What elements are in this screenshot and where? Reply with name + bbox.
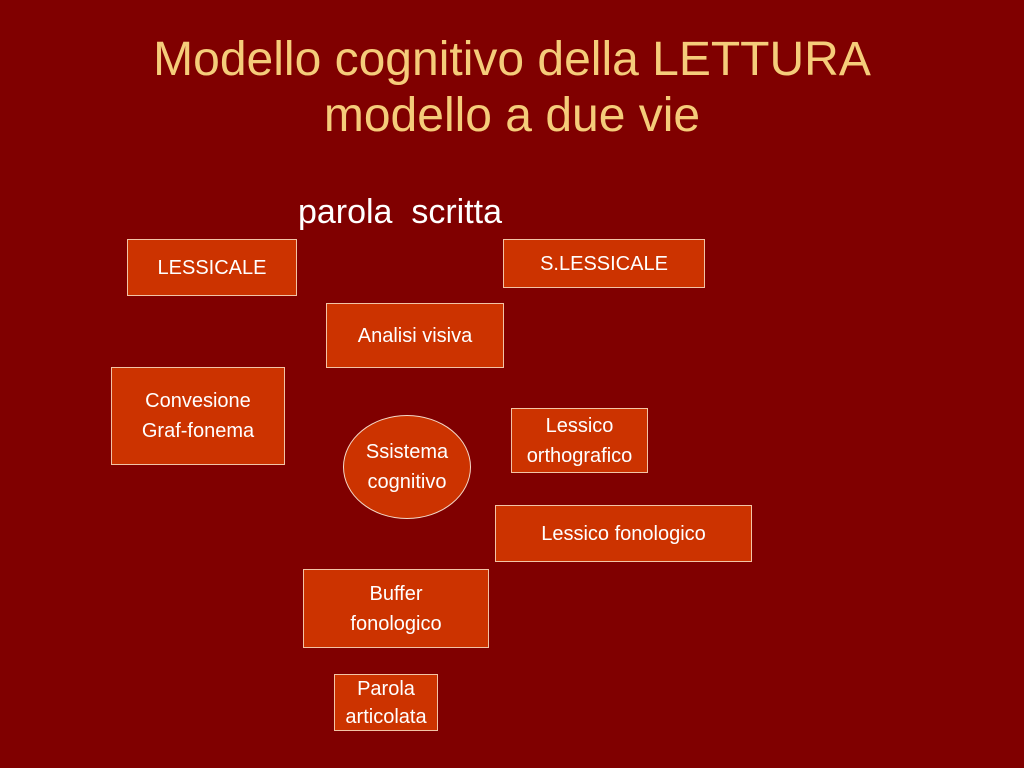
oval-sistema-cognitivo: Ssistema cognitivo xyxy=(343,415,471,519)
subtitle-parola-scritta: parola scritta xyxy=(297,193,503,231)
box-lessico-ortografico: Lessico orthografico xyxy=(511,408,648,473)
box-s-lessicale: S.LESSICALE xyxy=(503,239,705,288)
box-buffer-fonologico: Buffer fonologico xyxy=(303,569,489,648)
slide-title: Modello cognitivo della LETTURA modello … xyxy=(0,32,1024,144)
box-lessicale: LESSICALE xyxy=(127,239,297,296)
box-parola-articolata: Parola articolata xyxy=(334,674,438,731)
box-lessico-fonologico: Lessico fonologico xyxy=(495,505,752,562)
title-line-2: modello a due vie xyxy=(323,89,701,142)
box-analisi-visiva: Analisi visiva xyxy=(326,303,504,368)
box-conversione-graf-fonema: Convesione Graf-fonema xyxy=(111,367,285,465)
title-line-1: Modello cognitivo della LETTURA xyxy=(153,33,871,86)
